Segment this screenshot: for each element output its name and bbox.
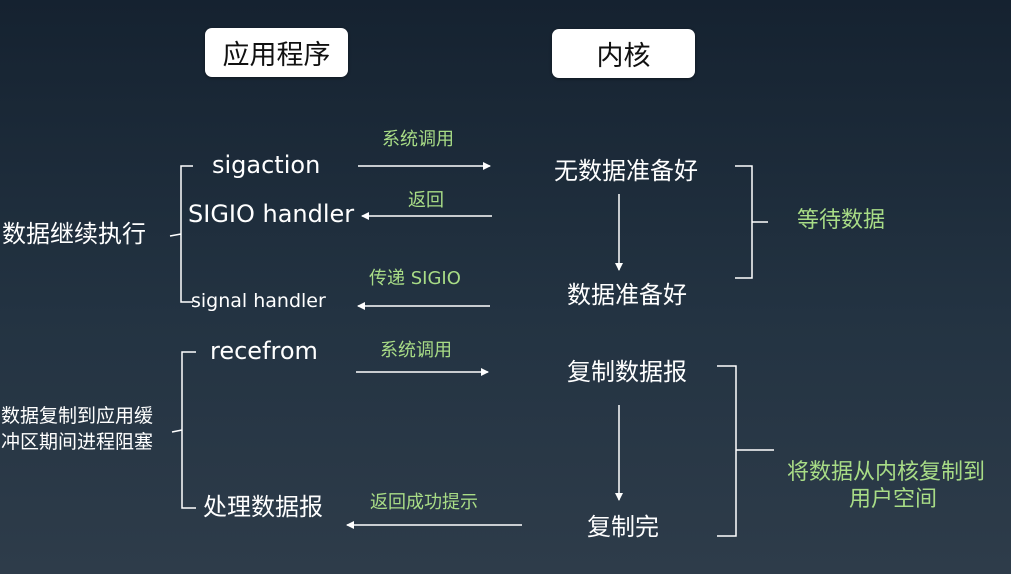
app-step-sigaction: sigaction	[212, 151, 321, 179]
right-bracket-1	[735, 165, 768, 279]
kernel-state-copy-done: 复制完	[587, 513, 659, 541]
arrow-label-deliver-sigio: 传递 SIGIO	[369, 268, 461, 289]
left-group-label-2b: 冲区期间进程阻塞	[1, 431, 154, 453]
app-header-box: 应用程序	[205, 28, 348, 77]
app-header-label: 应用程序	[222, 40, 331, 71]
app-step-signal-handler: signal handler	[191, 290, 326, 312]
app-step-recefrom: recefrom	[210, 337, 318, 365]
left-group-label-2a: 数据复制到应用缓	[1, 405, 154, 427]
kernel-state-copy-datagram: 复制数据报	[567, 358, 687, 386]
app-step-sigio-handler: SIGIO handler	[188, 200, 355, 228]
arrow-label-syscall-2: 系统调用	[380, 340, 452, 361]
right-bracket-2	[717, 365, 774, 537]
kernel-state-data-ready: 数据准备好	[567, 281, 687, 309]
kernel-state-no-data: 无数据准备好	[554, 157, 698, 185]
arrow-label-syscall-1: 系统调用	[382, 129, 454, 150]
left-bracket-2	[171, 351, 196, 509]
kernel-header-label: 内核	[596, 41, 651, 72]
right-group-label-2b: 用户空间	[849, 487, 938, 512]
left-group-label-1: 数据继续执行	[2, 220, 146, 248]
left-bracket-1	[169, 165, 193, 303]
arrow-label-return-success: 返回成功提示	[370, 492, 478, 513]
app-step-process-datagram: 处理数据报	[203, 493, 323, 521]
right-group-label-2a: 将数据从内核复制到	[787, 460, 986, 485]
right-group-label-1: 等待数据	[797, 208, 886, 233]
kernel-header-box: 内核	[552, 29, 695, 78]
arrow-label-return: 返回	[408, 190, 444, 211]
